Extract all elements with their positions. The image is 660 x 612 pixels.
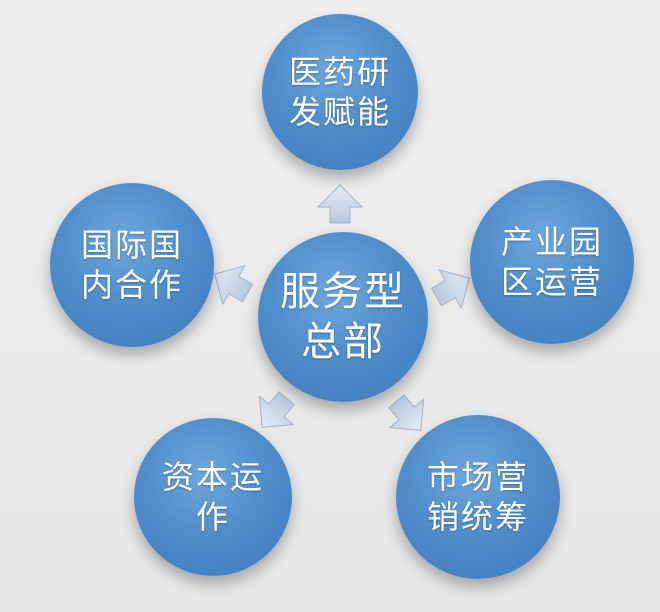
node-left: 国际国 内合作 [50, 183, 214, 347]
node-label-line2: 销统筹 [426, 498, 529, 536]
arrow-up-icon [316, 184, 364, 224]
node-label-line1: 资本运 [161, 458, 264, 496]
arrow-right-icon [430, 269, 470, 310]
node-label-line1: 国际国 [80, 226, 183, 264]
node-label-line2: 区运营 [500, 263, 603, 301]
node-bottom-left: 资本运 作 [134, 418, 292, 576]
center-label-line1: 服务型 [280, 269, 406, 315]
node-center: 服务型 总部 [258, 232, 428, 402]
arrow-down-left-icon [258, 391, 295, 428]
node-label-line1: 产业园 [500, 223, 603, 261]
node-label-line1: 市场营 [426, 458, 529, 496]
node-label-line1: 医药研 [288, 53, 391, 91]
center-label-line2: 总部 [301, 319, 385, 365]
arrow-left-icon [214, 265, 254, 306]
node-label-line2: 发赋能 [288, 93, 391, 131]
node-bottom-right: 市场营 销统筹 [396, 415, 560, 579]
node-label-line2: 内合作 [80, 266, 183, 304]
node-right: 产业园 区运营 [470, 180, 634, 344]
node-label-line2: 作 [195, 498, 230, 536]
node-top: 医药研 发赋能 [262, 14, 418, 170]
arrow-down-right-icon [388, 394, 425, 431]
